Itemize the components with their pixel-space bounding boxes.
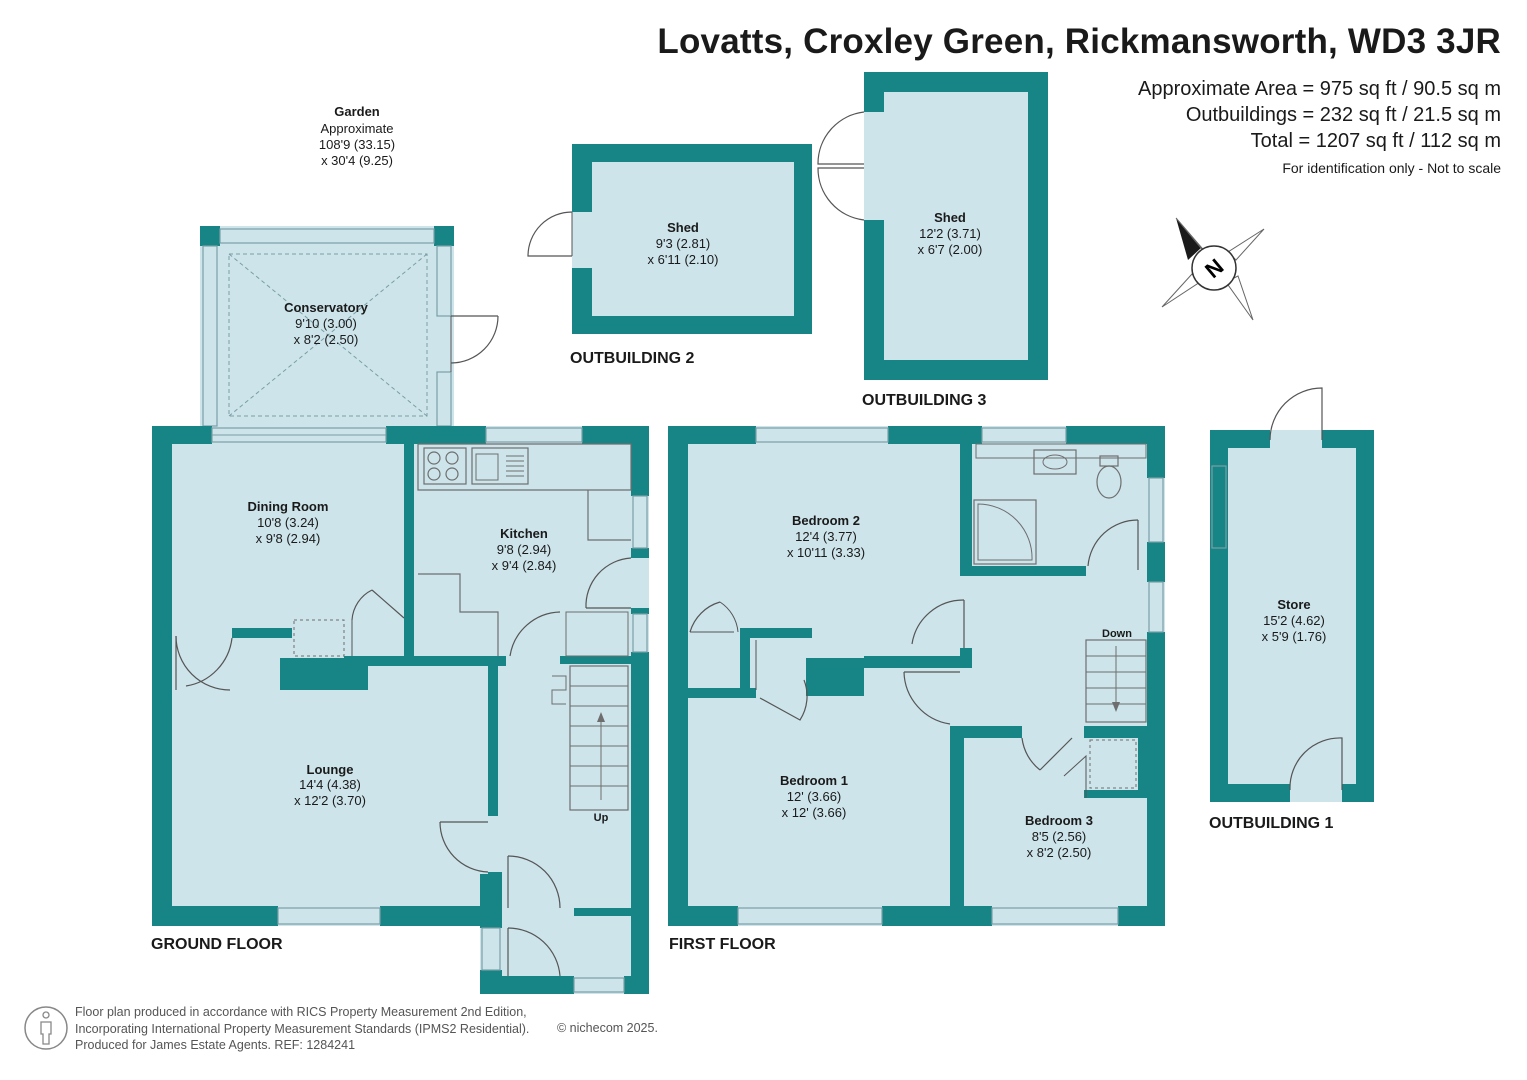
room-name: Shed xyxy=(667,220,699,235)
outbuilding-3 xyxy=(817,72,1048,380)
room-dim: 12' (3.66) xyxy=(787,789,842,804)
room-dining: Dining Room 10'8 (3.24) x 9'8 (2.94) xyxy=(248,499,329,546)
room-dim: x 12' (3.66) xyxy=(782,805,847,820)
room-dim: 9'10 (3.00) xyxy=(295,316,357,331)
stairs-down-label: Down xyxy=(1102,628,1132,640)
garden-label: Garden Approximate 108'9 (33.15) x 30'4 … xyxy=(319,104,395,168)
outbuildings-area: Outbuildings = 232 sq ft / 21.5 sq m xyxy=(1185,104,1501,126)
room-lounge: Lounge 14'4 (4.38) x 12'2 (3.70) xyxy=(294,762,366,808)
outbuilding-3-label: OUTBUILDING 3 xyxy=(862,392,987,409)
room-shed-2: Shed 9'3 (2.81) x 6'11 (2.10) xyxy=(648,220,719,267)
total-area: Total = 1207 sq ft / 112 sq m xyxy=(1250,130,1501,152)
first-floor-label: FIRST FLOOR xyxy=(669,936,776,953)
garden-line4: x 30'4 (9.25) xyxy=(321,153,393,168)
first-floor xyxy=(668,426,1165,926)
room-dim: 9'8 (2.94) xyxy=(497,542,552,557)
room-bedroom-2: Bedroom 2 12'4 (3.77) x 10'11 (3.33) xyxy=(787,513,865,560)
outbuilding-1-label: OUTBUILDING 1 xyxy=(1209,815,1334,832)
room-dim: x 9'8 (2.94) xyxy=(256,531,321,546)
footer: Floor plan produced in accordance with R… xyxy=(75,1004,658,1054)
room-dim: 12'2 (3.71) xyxy=(919,226,981,241)
outbuilding-2 xyxy=(527,144,812,334)
room-dim: x 8'2 (2.50) xyxy=(294,332,359,347)
property-title: Lovatts, Croxley Green, Rickmansworth, W… xyxy=(657,22,1501,61)
approx-area: Approximate Area = 975 sq ft / 90.5 sq m xyxy=(1138,78,1501,100)
footer-line-2: Incorporating International Property Mea… xyxy=(75,1021,530,1036)
room-bedroom-3: Bedroom 3 8'5 (2.56) x 8'2 (2.50) xyxy=(1025,813,1093,860)
room-dim: 8'5 (2.56) xyxy=(1032,829,1087,844)
person-icon xyxy=(24,1006,68,1050)
room-dim: 12'4 (3.77) xyxy=(795,529,857,544)
garden-name: Garden xyxy=(334,104,380,119)
room-dim: x 9'4 (2.84) xyxy=(492,558,557,573)
room-name: Bedroom 2 xyxy=(792,513,860,528)
room-dim: x 10'11 (3.33) xyxy=(787,545,865,560)
room-name: Dining Room xyxy=(248,499,329,514)
room-dim: x 6'7 (2.00) xyxy=(918,242,983,257)
footer-line-1: Floor plan produced in accordance with R… xyxy=(75,1005,527,1019)
room-name: Bedroom 1 xyxy=(780,773,848,788)
scale-note: For identification only - Not to scale xyxy=(1282,160,1501,176)
room-kitchen: Kitchen 9'8 (2.94) x 9'4 (2.84) xyxy=(492,526,557,573)
room-dim: x 8'2 (2.50) xyxy=(1027,845,1092,860)
room-dim: x 6'11 (2.10) xyxy=(648,252,719,267)
room-dim: 14'4 (4.38) xyxy=(299,777,361,792)
room-dim: 15'2 (4.62) xyxy=(1263,613,1325,628)
room-dim: 9'3 (2.81) xyxy=(656,236,711,251)
room-bedroom-1: Bedroom 1 12' (3.66) x 12' (3.66) xyxy=(780,773,848,820)
room-name: Conservatory xyxy=(284,300,369,315)
room-name: Store xyxy=(1277,597,1310,612)
stairs-up-label: Up xyxy=(594,812,609,824)
garden-line2: Approximate xyxy=(321,121,394,136)
room-dim: 10'8 (3.24) xyxy=(257,515,319,530)
footer-line-3: Produced for James Estate Agents. REF: 1… xyxy=(75,1038,356,1052)
outbuilding-1 xyxy=(1210,387,1374,802)
ground-floor xyxy=(152,226,649,994)
room-dim: x 12'2 (3.70) xyxy=(294,793,366,808)
garden-line3: 108'9 (33.15) xyxy=(319,137,395,152)
footer-copyright: © nichecom 2025. xyxy=(557,1021,658,1035)
room-store: Store 15'2 (4.62) x 5'9 (1.76) xyxy=(1262,597,1327,644)
room-name: Shed xyxy=(934,210,966,225)
compass: N xyxy=(1161,217,1265,321)
outbuilding-2-label: OUTBUILDING 2 xyxy=(570,350,695,367)
room-name: Kitchen xyxy=(500,526,548,541)
room-name: Lounge xyxy=(307,762,354,777)
room-dim: x 5'9 (1.76) xyxy=(1262,629,1327,644)
room-shed-3: Shed 12'2 (3.71) x 6'7 (2.00) xyxy=(918,210,983,257)
room-conservatory: Conservatory 9'10 (3.00) x 8'2 (2.50) xyxy=(284,300,369,347)
ground-floor-label: GROUND FLOOR xyxy=(151,936,283,953)
room-name: Bedroom 3 xyxy=(1025,813,1093,828)
header: Lovatts, Croxley Green, Rickmansworth, W… xyxy=(657,22,1501,176)
